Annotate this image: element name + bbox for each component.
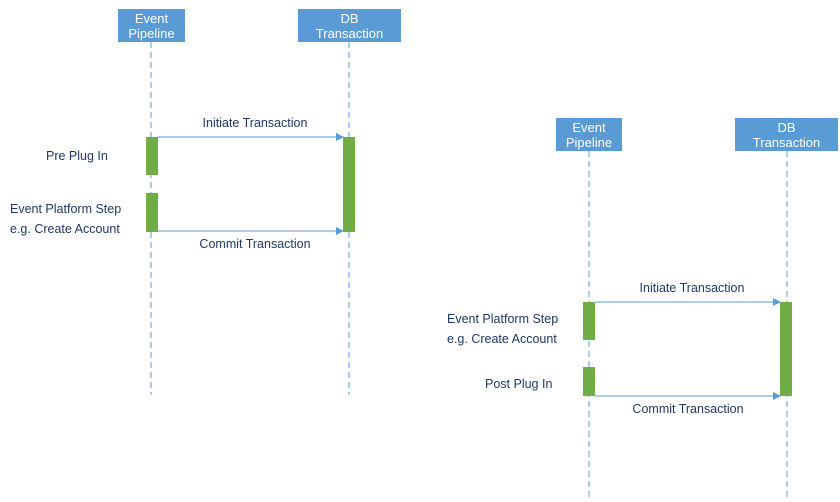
activation-pre-plug-in	[146, 137, 158, 175]
message-initiate-transaction-2: Initiate Transaction	[639, 281, 745, 295]
step-label-post-plug-in: Post Plug In	[485, 377, 553, 391]
activation-db-transaction-2	[780, 302, 792, 396]
participant-db-transaction-2: DB Transaction	[735, 118, 838, 151]
message-initiate-transaction-1: Initiate Transaction	[202, 116, 308, 130]
message-commit-transaction-1: Commit Transaction	[199, 237, 311, 251]
step-label-pre-plug-in: Pre Plug In	[46, 149, 108, 163]
activation-post-plug-in	[583, 367, 595, 396]
message-commit-transaction-2: Commit Transaction	[632, 402, 744, 416]
activation-db-transaction-1	[343, 137, 355, 232]
step-label-event-platform-step-1: Event Platform Step e.g. Create Account	[10, 202, 122, 236]
participant-db-transaction-1: DB Transaction	[298, 9, 401, 42]
step-label-event-platform-step-2: Event Platform Step e.g. Create Account	[447, 312, 559, 346]
participant-event-pipeline-1: Event Pipeline	[118, 9, 185, 42]
activation-event-platform-step-1	[146, 193, 158, 232]
participant-event-pipeline-2: Event Pipeline	[556, 118, 622, 151]
activation-event-platform-step-2	[583, 302, 595, 340]
